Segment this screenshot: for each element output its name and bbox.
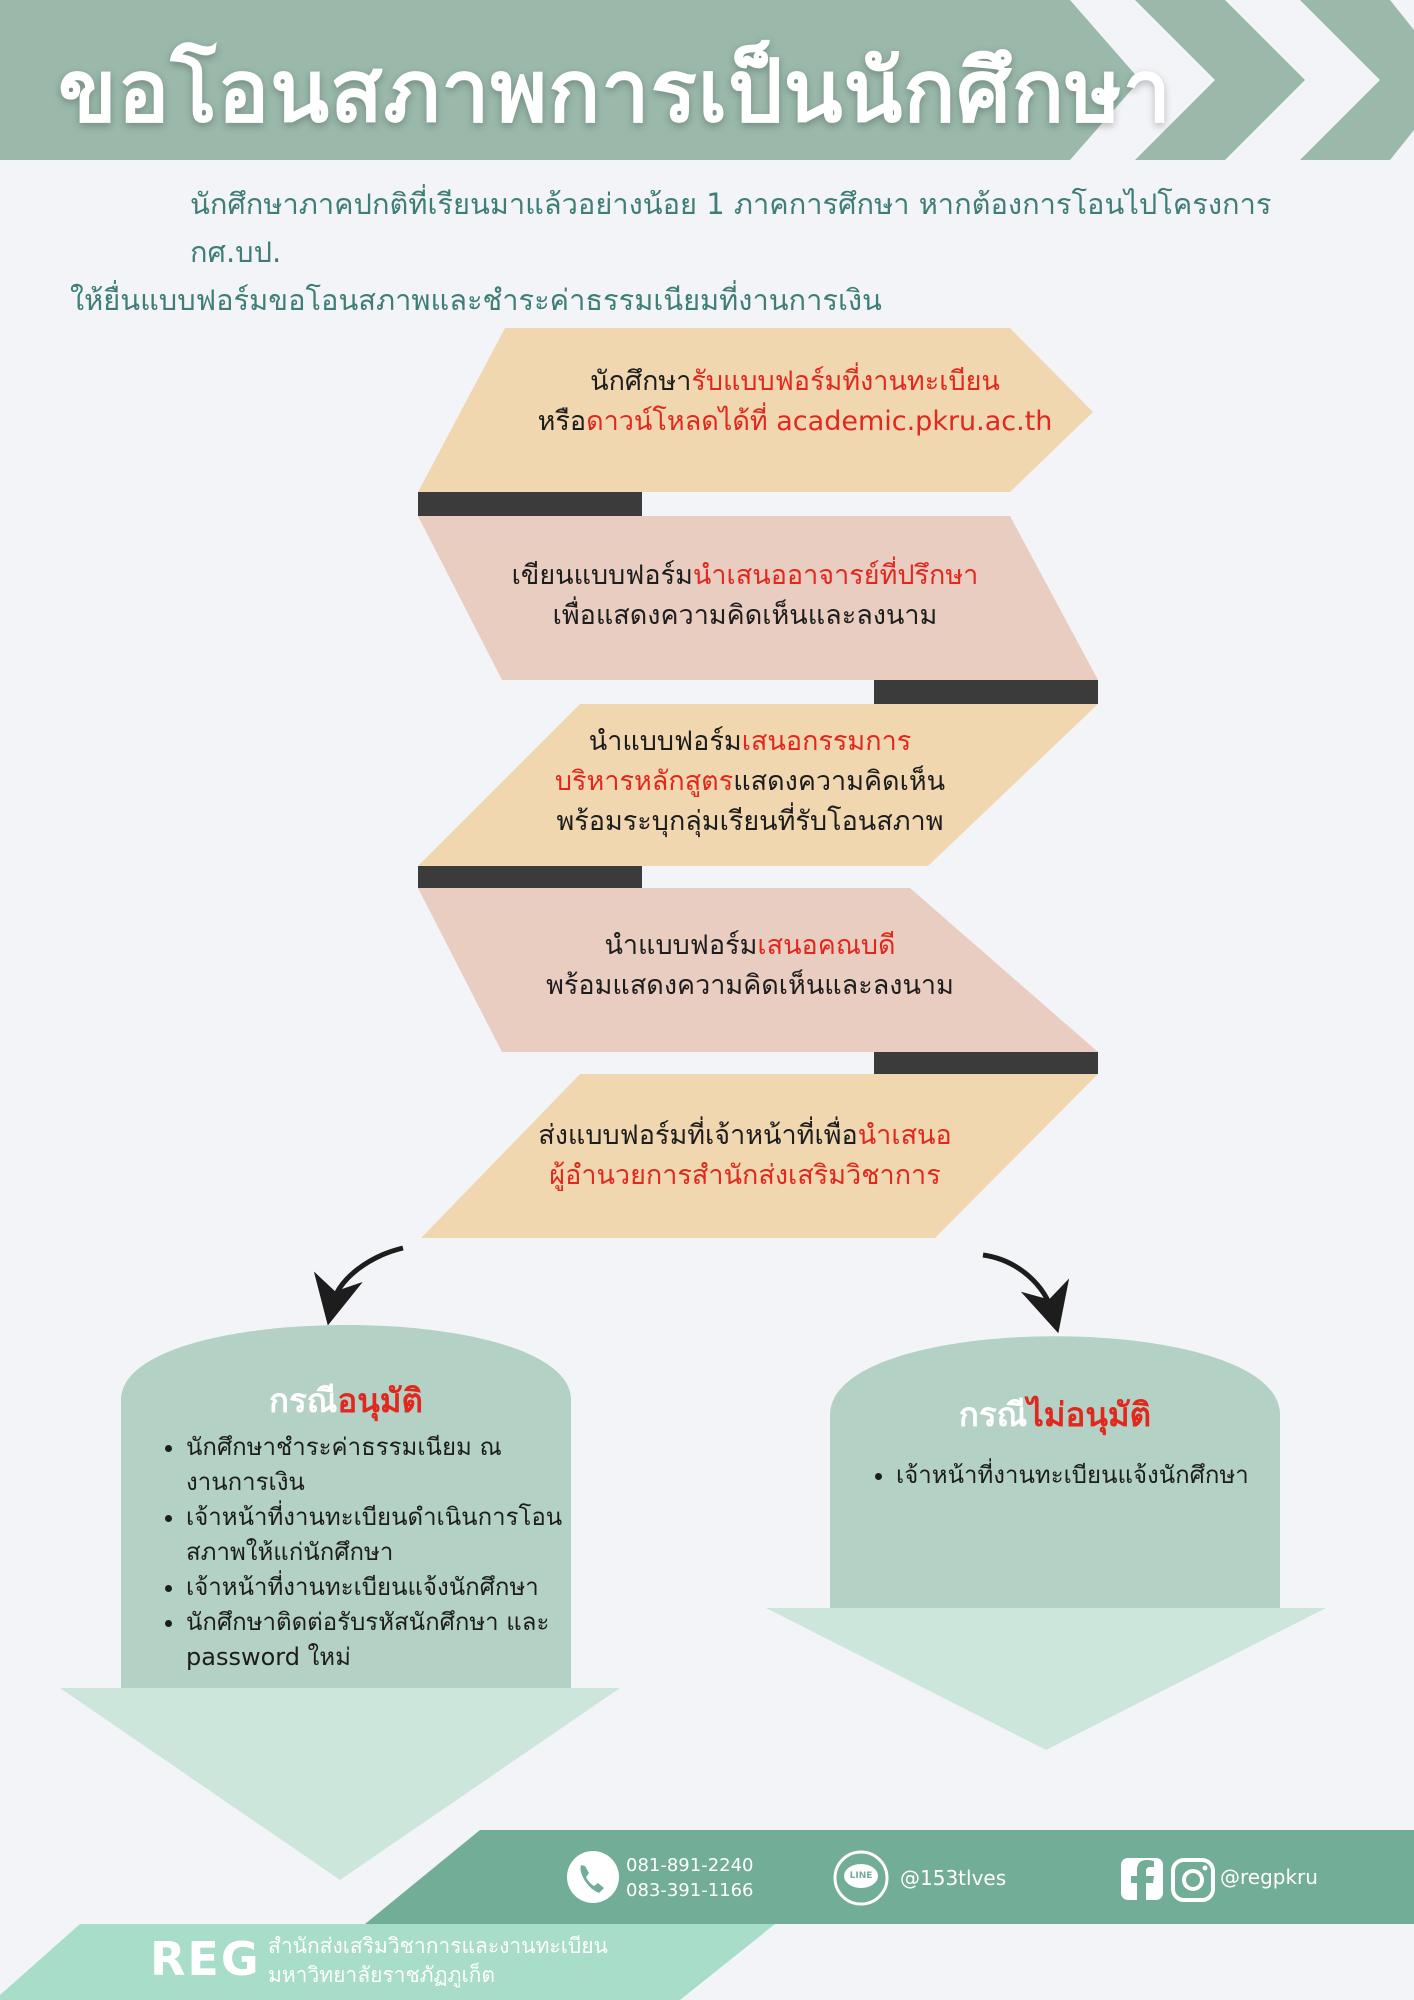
step-highlight-text: รับแบบฟอร์มที่งานทะเบียน: [691, 366, 1000, 397]
not-approved-box-shape: [830, 1336, 1280, 1608]
phone-1: 081-891-2240: [626, 1855, 754, 1876]
step-4-line: พร้อมแสดงความคิดเห็นและลงนาม: [480, 966, 1020, 1006]
step-highlight-text: เสนอกรรมการ: [741, 726, 912, 757]
approved-title-prefix: กรณี: [269, 1381, 338, 1420]
step-highlight-text: ผู้อำนวยการสำนักส่งเสริมวิชาการ: [549, 1160, 941, 1191]
line-id[interactable]: @153tlves: [900, 1866, 1007, 1890]
step-text: พร้อมระบุกลุ่มเรียนที่รับโอนสภาพ: [556, 806, 944, 837]
not-approved-list: เจ้าหน้าที่งานทะเบียนแจ้งนักศึกษา: [860, 1458, 1316, 1493]
step-1-shape: [418, 328, 1093, 492]
step-4-line: นำแบบฟอร์มเสนอคณบดี: [480, 926, 1020, 966]
org-name: สำนักส่งเสริมวิชาการและงานทะเบียน มหาวิท…: [268, 1932, 608, 1990]
step-4-bar: [874, 1052, 1098, 1074]
line-app-icon: [833, 1850, 889, 1906]
list-item: นักศึกษาติดต่อรับรหัสนักศึกษา และ passwo…: [186, 1605, 586, 1675]
arrow-to-approved-icon: [313, 1245, 404, 1326]
facebook-icon: [1121, 1858, 1163, 1900]
step-highlight-text: นำเสนอ: [857, 1120, 952, 1151]
step-text: นำแบบฟอร์ม: [604, 930, 758, 961]
step-2-bar: [874, 680, 1098, 704]
phone-2: 083-391-1166: [626, 1880, 754, 1901]
chevron-1-icon: [1135, 0, 1305, 160]
step-4-text: นำแบบฟอร์มเสนอคณบดีพร้อมแสดงความคิดเห็นแ…: [480, 926, 1020, 1006]
step-3-line: นำแบบฟอร์มเสนอกรรมการ: [480, 722, 1020, 762]
step-2-line: เพื่อแสดงความคิดเห็นและลงนาม: [470, 596, 1020, 636]
step-text: หรือ: [537, 406, 587, 437]
step-1-bar: [418, 492, 642, 516]
step-3-line: บริหารหลักสูตรแสดงความคิดเห็น: [480, 762, 1020, 802]
intro-line-2: ให้ยื่นแบบฟอร์มขอโอนสภาพและชำระค่าธรรมเน…: [70, 283, 882, 317]
approved-title: กรณีอนุมัติ: [121, 1374, 571, 1427]
step-highlight-text: บริหารหลักสูตร: [554, 766, 734, 797]
approved-box-shape: [121, 1325, 571, 1688]
reg-logo: REG: [150, 1932, 261, 1986]
step-highlight-text: เสนอคณบดี: [757, 930, 896, 961]
step-1-line: หรือดาวน์โหลดได้ที่ academic.pkru.ac.th: [510, 402, 1080, 442]
step-text: พร้อมแสดงความคิดเห็นและลงนาม: [546, 970, 954, 1001]
chevron-2-icon: [1300, 0, 1414, 160]
step-5-line: ผู้อำนวยการสำนักส่งเสริมวิชาการ: [470, 1156, 1020, 1196]
step-2-shape: [418, 516, 1098, 680]
step-5-shape: [421, 1074, 1098, 1238]
step-text: แสดงความคิดเห็น: [733, 766, 946, 797]
step-5-text: ส่งแบบฟอร์มที่เจ้าหน้าที่เพื่อนำเสนอผู้อ…: [470, 1116, 1020, 1196]
step-1-text: นักศึกษารับแบบฟอร์มที่งานทะเบียนหรือดาวน…: [510, 362, 1080, 442]
step-text: เพื่อแสดงความคิดเห็นและลงนาม: [552, 600, 938, 631]
step-3-shape: [418, 704, 1098, 866]
step-5-line: ส่งแบบฟอร์มที่เจ้าหน้าที่เพื่อนำเสนอ: [470, 1116, 1020, 1156]
social-handle[interactable]: @regpkru: [1220, 1865, 1318, 1889]
step-4-shape: [418, 888, 1098, 1052]
approved-title-highlight: อนุมัติ: [337, 1381, 423, 1420]
step-text: ส่งแบบฟอร์มที่เจ้าหน้าที่เพื่อ: [538, 1120, 858, 1151]
not-approved-title-prefix: กรณี: [958, 1395, 1028, 1434]
not-approved-title-highlight: ไม่อนุมัติ: [1027, 1395, 1152, 1434]
step-text: นักศึกษา: [590, 366, 692, 397]
intro-text: นักศึกษาภาคปกติที่เรียนมาแล้วอย่างน้อย 1…: [70, 180, 1350, 324]
list-item: เจ้าหน้าที่งานทะเบียนแจ้งนักศึกษา: [896, 1458, 1316, 1493]
org-line-2: มหาวิทยาลัยราชภัฏภูเก็ต: [268, 1963, 496, 1987]
approved-list: นักศึกษาชำระค่าธรรมเนียม ณ งานการเงินเจ้…: [150, 1430, 586, 1675]
line-icon-label: LINE: [849, 1871, 873, 1881]
list-item: นักศึกษาชำระค่าธรรมเนียม ณ งานการเงิน: [186, 1430, 586, 1500]
step-3-text: นำแบบฟอร์มเสนอกรรมการบริหารหลักสูตรแสดงค…: [480, 722, 1020, 842]
page-title: ขอโอนสภาพการเป็นนักศึกษา: [58, 42, 1173, 142]
footer-brand-band: [0, 1924, 775, 2000]
arrow-to-not-approved-icon: [982, 1252, 1070, 1334]
step-2-line: เขียนแบบฟอร์มนำเสนออาจารย์ที่ปรึกษา: [470, 556, 1020, 596]
step-1-line: นักศึกษารับแบบฟอร์มที่งานทะเบียน: [510, 362, 1080, 402]
step-3-line: พร้อมระบุกลุ่มเรียนที่รับโอนสภาพ: [480, 802, 1020, 842]
org-line-1: สำนักส่งเสริมวิชาการและงานทะเบียน: [268, 1934, 608, 1958]
list-item: เจ้าหน้าที่งานทะเบียนดำเนินการโอนสภาพให้…: [186, 1500, 586, 1570]
step-highlight-text: ดาวน์โหลดได้ที่ academic.pkru.ac.th: [586, 406, 1053, 437]
step-text: นำแบบฟอร์ม: [588, 726, 742, 757]
not-approved-arrow-shape: [766, 1608, 1326, 1750]
footer-band: [365, 1830, 1414, 1924]
phone-numbers: 081-891-2240 083-391-1166: [626, 1853, 754, 1903]
step-highlight-text: นำเสนออาจารย์ที่ปรึกษา: [692, 560, 979, 591]
phone-icon: [567, 1851, 619, 1903]
approved-arrow-shape: [60, 1688, 620, 1880]
step-2-text: เขียนแบบฟอร์มนำเสนออาจารย์ที่ปรึกษาเพื่อ…: [470, 556, 1020, 636]
step-3-bar: [418, 866, 642, 888]
header-banner: [0, 0, 1140, 160]
list-item: เจ้าหน้าที่งานทะเบียนแจ้งนักศึกษา: [186, 1570, 586, 1605]
instagram-icon: [1171, 1858, 1215, 1902]
intro-line-1: นักศึกษาภาคปกติที่เรียนมาแล้วอย่างน้อย 1…: [190, 187, 1272, 269]
step-text: เขียนแบบฟอร์ม: [511, 560, 693, 591]
not-approved-title: กรณีไม่อนุมัติ: [830, 1388, 1280, 1441]
